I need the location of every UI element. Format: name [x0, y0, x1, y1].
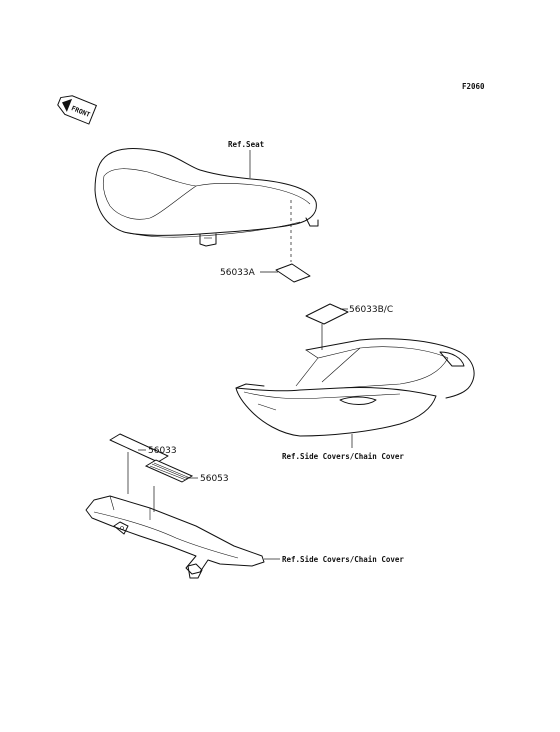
- part-56053-label: 56053: [200, 474, 229, 484]
- decal-56033bc: 56033B/C: [305, 303, 393, 350]
- chain-cover-part: Ref.Side Covers/Chain Cover: [85, 495, 404, 579]
- ref-side-covers-label-2: Ref.Side Covers/Chain Cover: [282, 555, 404, 564]
- ref-seat-label: Ref.Seat: [228, 140, 264, 149]
- ref-side-covers-label-1: Ref.Side Covers/Chain Cover: [282, 452, 404, 461]
- part-56033-label: 56033: [148, 446, 177, 456]
- decal-56033a: 56033A: [220, 263, 311, 283]
- front-arrow-icon: FRONT: [57, 95, 98, 125]
- decal-56053: 56053: [144, 459, 229, 512]
- part-56033a-label: 56033A: [220, 268, 256, 278]
- decal-56033: 56033: [109, 433, 177, 494]
- figure-code: F2060: [462, 82, 485, 91]
- part-56033bc-label: 56033B/C: [349, 305, 393, 315]
- seat-part: Ref.Seat: [94, 140, 319, 247]
- side-covers-part: Ref.Side Covers/Chain Cover: [235, 338, 475, 461]
